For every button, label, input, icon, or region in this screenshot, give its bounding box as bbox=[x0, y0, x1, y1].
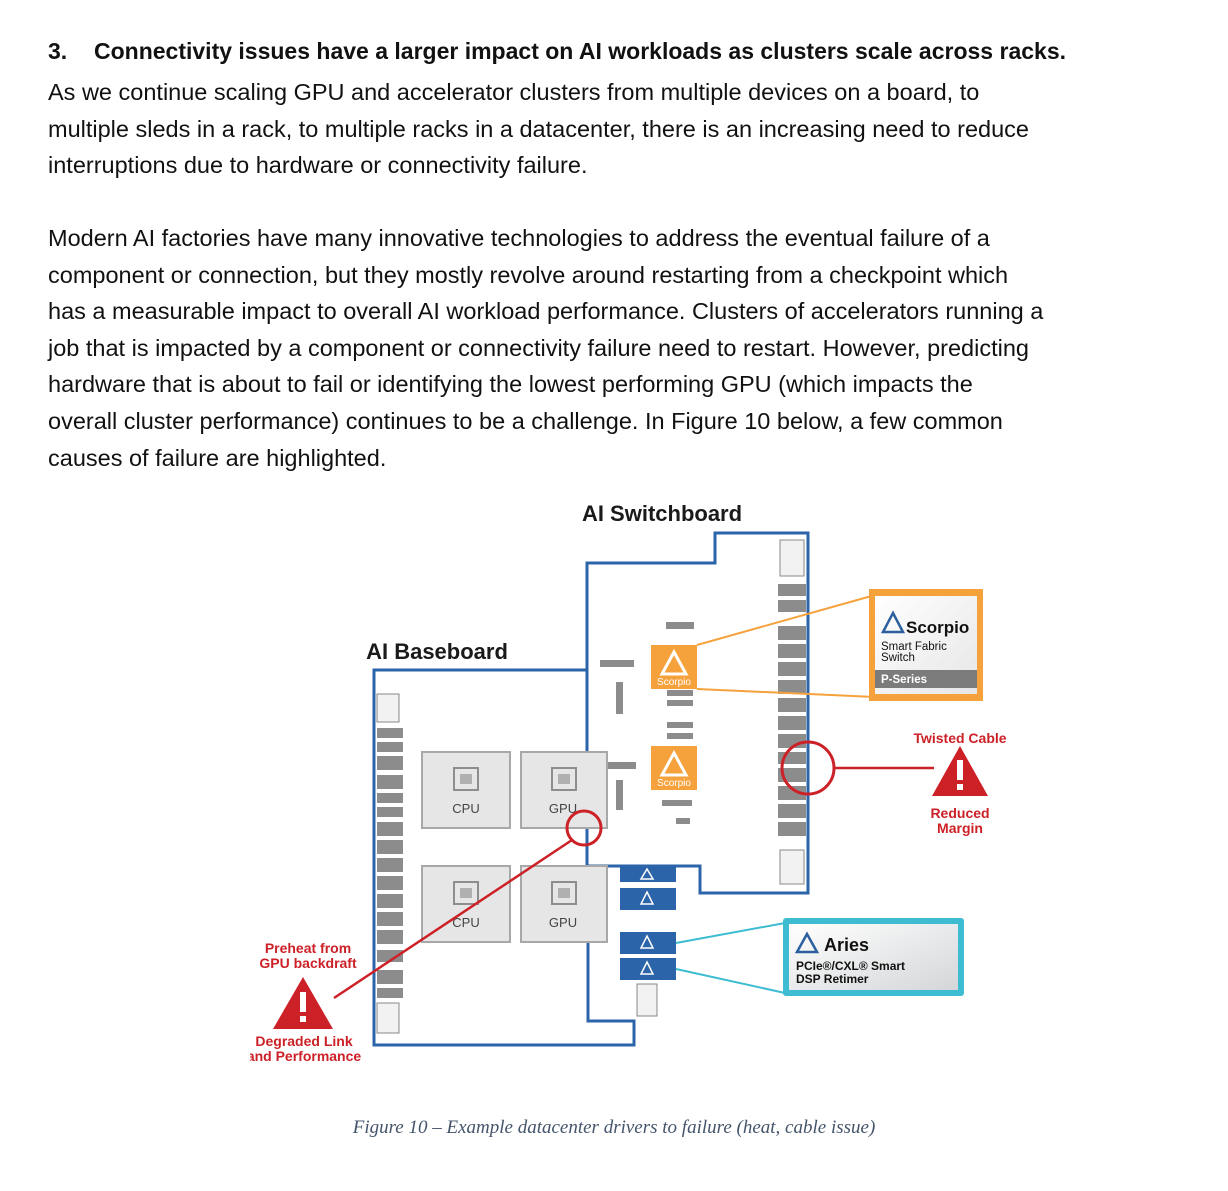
ai-switchboard: Scorpio Scorpio bbox=[585, 531, 810, 895]
section-number: 3. bbox=[48, 38, 68, 64]
chip-gpu: GPU bbox=[520, 751, 608, 829]
text-line: Modern AI factories have many innovative… bbox=[48, 225, 990, 251]
aries-callout: Aries PCIe®/CXL® Smart DSP Retimer bbox=[675, 918, 964, 996]
text-line: causes of failure are highlighted. bbox=[48, 444, 387, 471]
text-line: has a measurable impact to overall AI wo… bbox=[48, 298, 1044, 325]
degraded-link-label-2: and Performance bbox=[250, 1048, 361, 1064]
text-line: multiple sleds in a rack, to multiple ra… bbox=[48, 115, 1029, 142]
figure-10-diagram: AI Switchboard AI Baseboard bbox=[250, 501, 1007, 1064]
chip-label: CPU bbox=[452, 915, 479, 930]
chip-label: CPU bbox=[452, 801, 479, 816]
reduced-margin-label-2: Margin bbox=[937, 820, 983, 836]
text-line: As we continue scaling GPU and accelerat… bbox=[48, 79, 980, 105]
chip-label: GPU bbox=[549, 915, 577, 930]
scorpio-chip: Scorpio bbox=[651, 645, 697, 689]
switchboard-title: AI Switchboard bbox=[582, 501, 742, 526]
text-line: component or connection, but they mostly… bbox=[48, 261, 1009, 288]
scorpio-card-line2: Switch bbox=[881, 652, 915, 664]
aries-card-line1: PCIe®/CXL® Smart bbox=[796, 959, 905, 973]
preheat-label-2: GPU backdraft bbox=[259, 955, 357, 971]
twisted-cable-callout: Twisted Cable Reduced Margin bbox=[780, 730, 1007, 836]
paragraph-1: As we continue scaling GPU and accelerat… bbox=[48, 74, 1218, 184]
scorpio-chip: Scorpio bbox=[651, 746, 697, 790]
scorpio-card-series: P-Series bbox=[881, 674, 927, 686]
scorpio-card-name: Scorpio bbox=[906, 618, 969, 637]
scorpio-card-line1: Smart Fabric bbox=[881, 641, 947, 653]
scorpio-chip-label: Scorpio bbox=[657, 778, 691, 789]
aries-card-line2: DSP Retimer bbox=[796, 972, 869, 986]
preheat-label-1: Preheat from bbox=[265, 940, 351, 956]
text-line: overall cluster performance) continues t… bbox=[48, 407, 1003, 434]
degraded-link-label-1: Degraded Link bbox=[255, 1033, 352, 1049]
chip-cpu: CPU bbox=[421, 751, 511, 829]
text-line: interruptions due to hardware or connect… bbox=[48, 152, 588, 179]
text-line: job that is impacted by a component or c… bbox=[48, 334, 1029, 361]
text-line: hardware that is about to fail or identi… bbox=[48, 371, 973, 398]
paragraph-2: Modern AI factories have many innovative… bbox=[48, 220, 1218, 476]
figure-caption: Figure 10 – Example datacenter drivers t… bbox=[352, 1117, 876, 1138]
twisted-cable-label: Twisted Cable bbox=[913, 730, 1006, 746]
scorpio-callout: Scorpio Smart Fabric Switch P-Series bbox=[696, 589, 983, 701]
aries-retimer-chips bbox=[620, 866, 676, 1017]
chip-label: GPU bbox=[549, 801, 577, 816]
preheat-callout: Preheat from GPU backdraft Degraded Link… bbox=[250, 809, 603, 1064]
baseboard-title: AI Baseboard bbox=[366, 639, 508, 664]
section-title: Connectivity issues have a larger impact… bbox=[94, 38, 1066, 64]
reduced-margin-label-1: Reduced bbox=[930, 805, 989, 821]
aries-card-name: Aries bbox=[824, 935, 869, 955]
section-heading: 3. Connectivity issues have a larger impa… bbox=[48, 38, 1066, 65]
chip-gpu: GPU bbox=[520, 865, 608, 943]
scorpio-chip-label: Scorpio bbox=[657, 677, 691, 688]
